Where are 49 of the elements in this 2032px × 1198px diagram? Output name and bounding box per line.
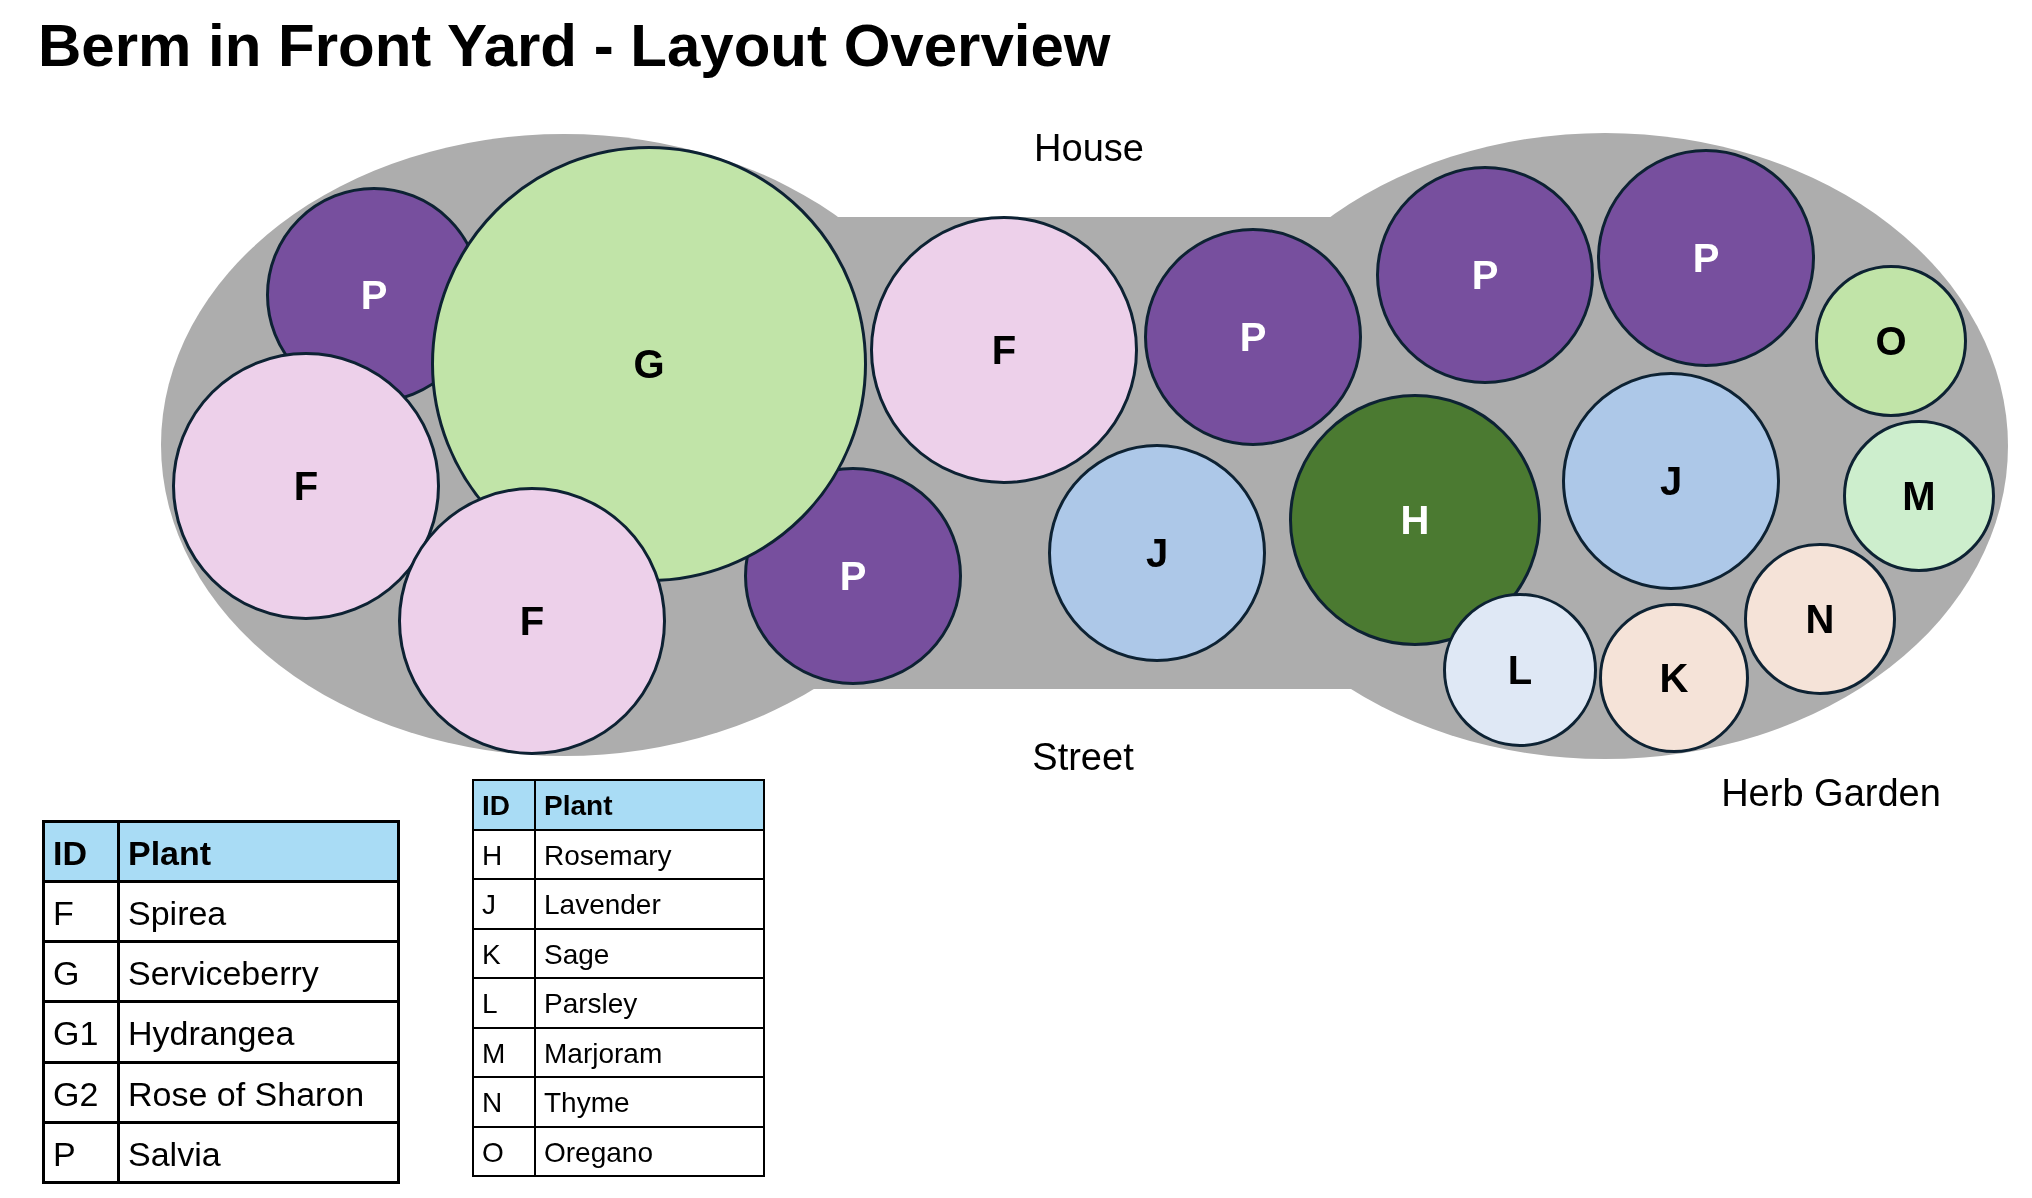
plant-id-label: N <box>1805 599 1835 639</box>
plant-id-label: G <box>633 344 665 384</box>
plant-name-cell: Oregano <box>535 1126 764 1176</box>
plant-name-cell: Lavender <box>535 879 764 929</box>
plant-name-cell: Hydrangea <box>118 1001 399 1063</box>
plant-id-label: J <box>1659 461 1683 501</box>
id-cell: K <box>473 928 535 978</box>
id-cell: G <box>43 941 119 1002</box>
plant-name-cell: Salvia <box>118 1122 399 1183</box>
header-cell: Plant <box>118 821 399 882</box>
plant-name-cell: Sage <box>535 928 764 978</box>
diagram-title: Berm in Front Yard - Layout Overview <box>38 11 1111 81</box>
plant-id-label: F <box>519 601 545 641</box>
plant-id-label: P <box>1692 238 1720 278</box>
plant-id-label: P <box>1471 255 1499 295</box>
plant-name-cell: Serviceberry <box>118 941 399 1002</box>
plant-id-label: K <box>1659 658 1689 698</box>
plant-id-label: F <box>293 466 319 506</box>
area-label: House <box>1034 127 1144 171</box>
id-cell: G2 <box>43 1062 119 1123</box>
id-cell: J <box>473 879 535 929</box>
id-cell: N <box>473 1077 535 1127</box>
plant-name-cell: Parsley <box>535 978 764 1028</box>
area-label: Street <box>1032 736 1134 780</box>
header-cell: ID <box>43 821 119 882</box>
id-cell: G1 <box>43 1001 119 1063</box>
plant-id-label: P <box>360 275 388 315</box>
plant-id-label: P <box>1239 317 1267 357</box>
id-cell: F <box>43 881 119 942</box>
area-label: Herb Garden <box>1721 772 1941 816</box>
plant-id-label: H <box>1400 500 1430 540</box>
plant-id-label: J <box>1145 533 1169 573</box>
id-cell: H <box>473 829 535 879</box>
plant-id-label: F <box>991 330 1017 370</box>
id-cell: O <box>473 1126 535 1176</box>
plant-name-cell: Thyme <box>535 1077 764 1127</box>
plant-id-label: M <box>1902 476 1936 516</box>
plant-id-label: P <box>839 556 867 596</box>
plant-name-cell: Spirea <box>118 881 399 942</box>
header-cell: ID <box>473 780 535 830</box>
plant-id-label: O <box>1875 321 1907 361</box>
plant-name-cell: Rose of Sharon <box>118 1062 399 1123</box>
plant-id-label: L <box>1507 650 1533 690</box>
id-cell: P <box>43 1122 119 1183</box>
id-cell: M <box>473 1027 535 1077</box>
id-cell: L <box>473 978 535 1028</box>
plant-name-cell: Marjoram <box>535 1027 764 1077</box>
header-cell: Plant <box>535 780 764 830</box>
plant-name-cell: Rosemary <box>535 829 764 879</box>
